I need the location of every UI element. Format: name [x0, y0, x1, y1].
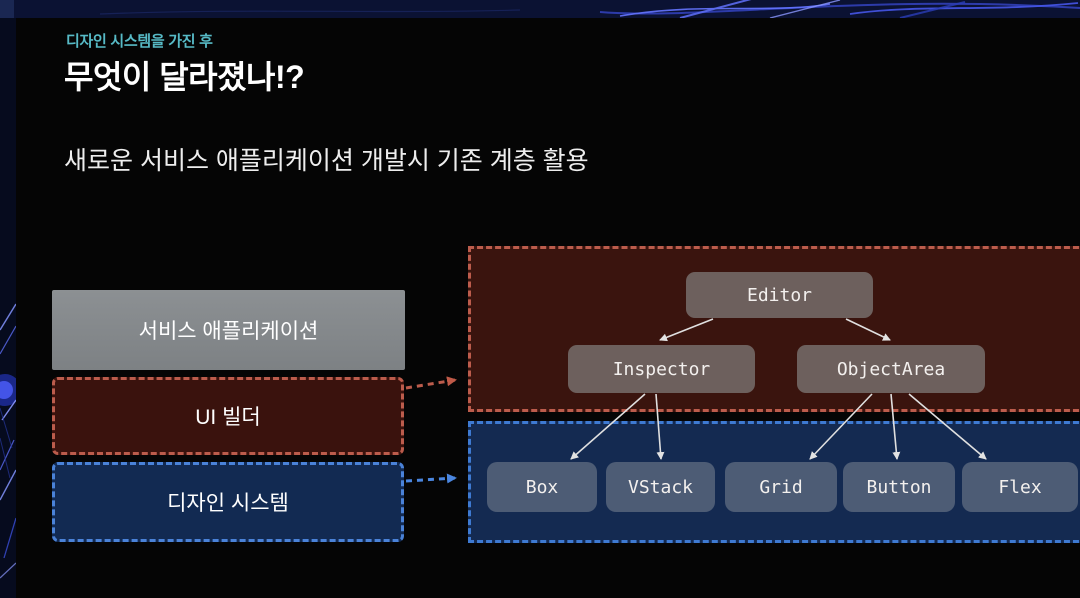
tree-node-objectarea: ObjectArea [797, 345, 985, 393]
layer-design-system: 디자인 시스템 [52, 462, 404, 542]
layer-service-application: 서비스 애플리케이션 [52, 290, 405, 370]
top-streaks-graphic [0, 0, 1080, 19]
tree-node-inspector: Inspector [568, 345, 755, 393]
background-top-decoration [0, 0, 1080, 19]
component-node-grid: Grid [725, 462, 837, 512]
component-node-button: Button [843, 462, 955, 512]
layer-ui-builder-label: UI 빌더 [195, 406, 261, 429]
tree-node-editor: Editor [686, 272, 873, 318]
slide-title: 무엇이 달라졌나!? [64, 59, 305, 95]
component-node-vstack: VStack [606, 462, 715, 512]
ui-builder-area [468, 246, 1080, 412]
background-left-decoration [0, 18, 21, 598]
layer-design-system-label: 디자인 시스템 [167, 492, 289, 515]
layer-service-application-label: 서비스 애플리케이션 [138, 320, 319, 343]
component-node-flex: Flex [962, 462, 1078, 512]
layer-ui-builder: UI 빌더 [52, 377, 404, 455]
slide-subtitle: 새로운 서비스 애플리케이션 개발시 기존 계층 활용 [64, 147, 589, 175]
component-node-box: Box [487, 462, 597, 512]
slide-eyebrow: 디자인 시스템을 가진 후 [66, 33, 213, 50]
left-wireframe-graphic [0, 303, 21, 579]
